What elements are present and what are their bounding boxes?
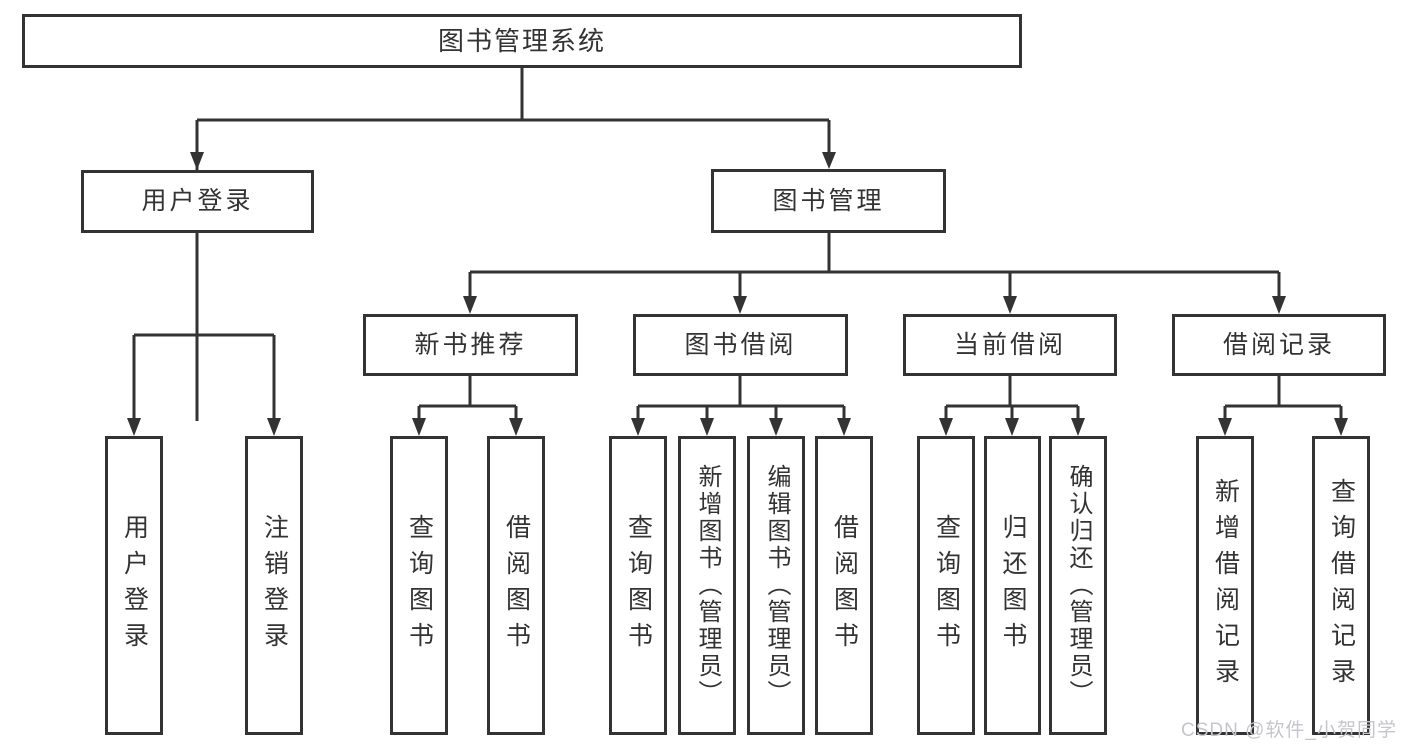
node-label: 图书管理 — [772, 186, 885, 215]
node-book-borrowing: 图书借阅 — [633, 314, 848, 376]
leaf-add-books-admin: 新增图书（管理员） — [678, 436, 736, 735]
leaf-borrow-books-recommend: 借阅图书 — [487, 436, 545, 735]
leaf-label: 借阅图书 — [830, 513, 859, 658]
node-current-borrowing: 当前借阅 — [903, 314, 1117, 376]
leaf-query-borrow-record: 查询借阅记录 — [1312, 436, 1370, 735]
leaf-label: 新增借阅记录 — [1211, 477, 1240, 694]
leaf-label: 用户登录 — [120, 513, 149, 658]
leaf-label: 新增图书（管理员） — [694, 464, 721, 707]
leaf-label: 查询图书 — [624, 513, 653, 658]
node-label: 借阅记录 — [1222, 330, 1335, 359]
leaf-return-books: 归还图书 — [984, 436, 1041, 735]
node-new-book-recommendation: 新书推荐 — [363, 314, 578, 376]
leaf-borrow-books-borrowing: 借阅图书 — [815, 436, 873, 735]
node-borrowing-records: 借阅记录 — [1172, 314, 1386, 376]
node-label: 图书借阅 — [684, 330, 797, 359]
leaf-edit-books-admin: 编辑图书（管理员） — [747, 436, 805, 735]
leaf-label: 查询借阅记录 — [1327, 477, 1356, 694]
leaf-add-borrow-record: 新增借阅记录 — [1196, 436, 1254, 735]
node-label: 当前借阅 — [953, 330, 1066, 359]
leaf-label: 编辑图书（管理员） — [763, 464, 790, 707]
node-label: 用户登录 — [141, 187, 254, 215]
leaf-label: 归还图书 — [999, 513, 1027, 658]
leaf-query-books-recommend: 查询图书 — [390, 436, 448, 735]
leaf-confirm-return-admin: 确认归还（管理员） — [1049, 436, 1107, 735]
leaf-logout: 注销登录 — [245, 436, 303, 735]
leaf-label: 确认归还（管理员） — [1065, 464, 1092, 707]
leaf-query-books-current: 查询图书 — [917, 436, 975, 735]
leaf-label: 借阅图书 — [502, 513, 531, 658]
leaf-label: 查询图书 — [405, 513, 434, 658]
leaf-label: 注销登录 — [260, 513, 289, 658]
node-book-management: 图书管理 — [711, 169, 946, 233]
node-user-login: 用户登录 — [81, 170, 314, 233]
node-label: 图书管理系统 — [437, 26, 606, 56]
node-library-management-system: 图书管理系统 — [22, 14, 1022, 68]
leaf-label: 查询图书 — [932, 513, 961, 658]
watermark: CSDN @软件_小贺同学 — [1181, 720, 1397, 741]
leaf-query-books-borrowing: 查询图书 — [609, 436, 667, 735]
leaf-user-login: 用户登录 — [105, 436, 163, 735]
node-label: 新书推荐 — [414, 330, 527, 359]
